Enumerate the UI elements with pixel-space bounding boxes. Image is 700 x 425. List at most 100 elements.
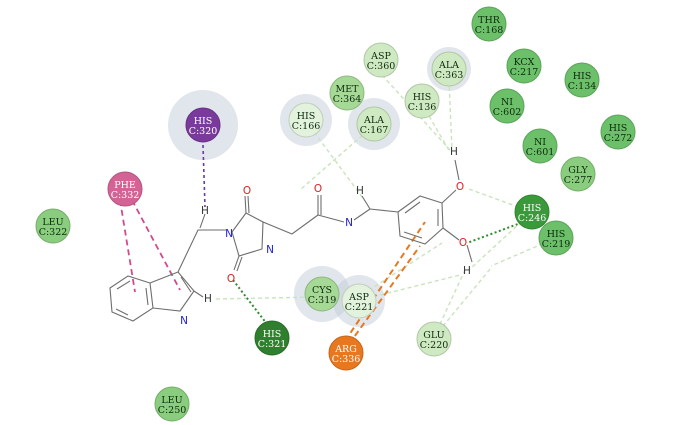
residue-name-his272: HIS <box>609 123 628 134</box>
atom-labels: H O N N O O N H O H O H N H <box>180 146 471 327</box>
atom-o-phenol-1: O <box>456 181 464 193</box>
residue-name-phe332: PHE <box>114 180 136 191</box>
residue-circle-arg336 <box>328 335 364 371</box>
residue-chain-ala363: C:363 <box>435 70 464 81</box>
residue-name-gly277: GLY <box>568 165 588 176</box>
residue-ni602: NIC:602 <box>489 88 525 124</box>
catechol-inner <box>403 201 439 239</box>
residue-circle-his272 <box>600 114 636 150</box>
chain-indole-ch2 <box>177 229 226 273</box>
atom-n-indole: N <box>180 315 188 327</box>
residue-circle-leu322 <box>35 208 71 244</box>
residue-chain-his321: C:321 <box>258 339 287 350</box>
residue-circle-his219 <box>538 220 574 256</box>
interaction-line-cys319-hindole <box>213 296 319 300</box>
atom-h-phenol-1: H <box>450 146 458 158</box>
residue-chain-his246: C:246 <box>518 213 547 224</box>
residue-name-thr168: THR <box>478 15 501 26</box>
residue-name-met364: MET <box>336 84 360 95</box>
residue-circle-ni601 <box>522 128 558 164</box>
residue-chain-leu250: C:250 <box>158 405 187 416</box>
interaction-line-arg336-ring2 <box>348 245 421 345</box>
residue-chain-cys319: C:319 <box>308 295 337 306</box>
residue-name-his246: HIS <box>523 203 542 214</box>
atom-h-indole: H <box>204 293 212 305</box>
residue-chain-leu322: C:322 <box>39 227 68 238</box>
residue-name-arg336: ARG <box>334 344 357 355</box>
residue-name-kcx217: KCX <box>514 57 535 68</box>
bond-h-indole <box>193 290 204 298</box>
residue-circle-ni602 <box>489 88 525 124</box>
interaction-line-asp221-ring <box>359 274 461 301</box>
atom-h-amide: H <box>356 185 364 197</box>
interaction-lines <box>119 74 557 345</box>
residue-chain-thr168: C:168 <box>475 25 504 36</box>
residue-chain-asp360: C:360 <box>367 61 396 72</box>
amide-cn <box>317 214 345 223</box>
residue-name-leu322: LEU <box>42 217 63 228</box>
atom-o-amide: O <box>314 183 322 195</box>
residue-name-leu250: LEU <box>161 395 182 406</box>
atom-n-hydantoin-1: N <box>225 228 233 240</box>
residue-name-ala363: ALA <box>438 60 459 71</box>
residue-chain-his134: C:134 <box>568 81 597 92</box>
atom-h-phenol-2: H <box>463 265 471 277</box>
hydantoin-co-top <box>244 195 250 214</box>
residue-name-his134: HIS <box>573 71 592 82</box>
indole-benzene-inner <box>115 280 149 316</box>
interaction-line-his219-h <box>490 237 557 267</box>
residue-circle-phe332 <box>107 171 143 207</box>
ligand-structure <box>109 159 473 322</box>
residue-circle-kcx217 <box>506 48 542 84</box>
residue-circle-cys319 <box>304 276 340 312</box>
bond-h320 <box>199 213 206 229</box>
indole-double <box>180 276 192 293</box>
interaction-line-glu220-h <box>433 269 466 338</box>
residue-circle-his134 <box>564 62 600 98</box>
atom-o-hydantoin-top: O <box>243 185 251 197</box>
residue-circle-his321 <box>254 320 290 356</box>
residue-chain-asp221: C:221 <box>345 302 374 313</box>
residue-name-his321: HIS <box>263 329 282 340</box>
catechol-ring <box>397 195 444 245</box>
residue-circle-leu250 <box>154 386 190 422</box>
atom-n-amide: N <box>345 217 353 229</box>
ch2-ring <box>369 208 399 213</box>
residue-circle-ala363 <box>431 51 467 87</box>
residue-name-glu220: GLU <box>423 330 444 341</box>
residue-circle-his166 <box>288 102 324 138</box>
residue-chain-met364: C:364 <box>333 94 362 105</box>
atom-n-hydantoin-2: N <box>266 244 274 256</box>
amide-co <box>317 195 322 215</box>
residue-circle-glu220 <box>416 321 452 357</box>
residue-chain-glu220: C:220 <box>420 340 449 351</box>
indole-pyrrole-ring <box>149 271 195 312</box>
hydantoin-co-bottom <box>233 255 243 272</box>
linker-chain <box>262 214 319 235</box>
residue-circle-ala167 <box>356 106 392 142</box>
residue-chain-his166: C:166 <box>292 121 321 132</box>
bond-o1-h <box>454 159 460 181</box>
residue-name-his320: HIS <box>194 116 213 127</box>
bond-o2 <box>442 227 460 241</box>
residue-circle-gly277 <box>560 156 596 192</box>
